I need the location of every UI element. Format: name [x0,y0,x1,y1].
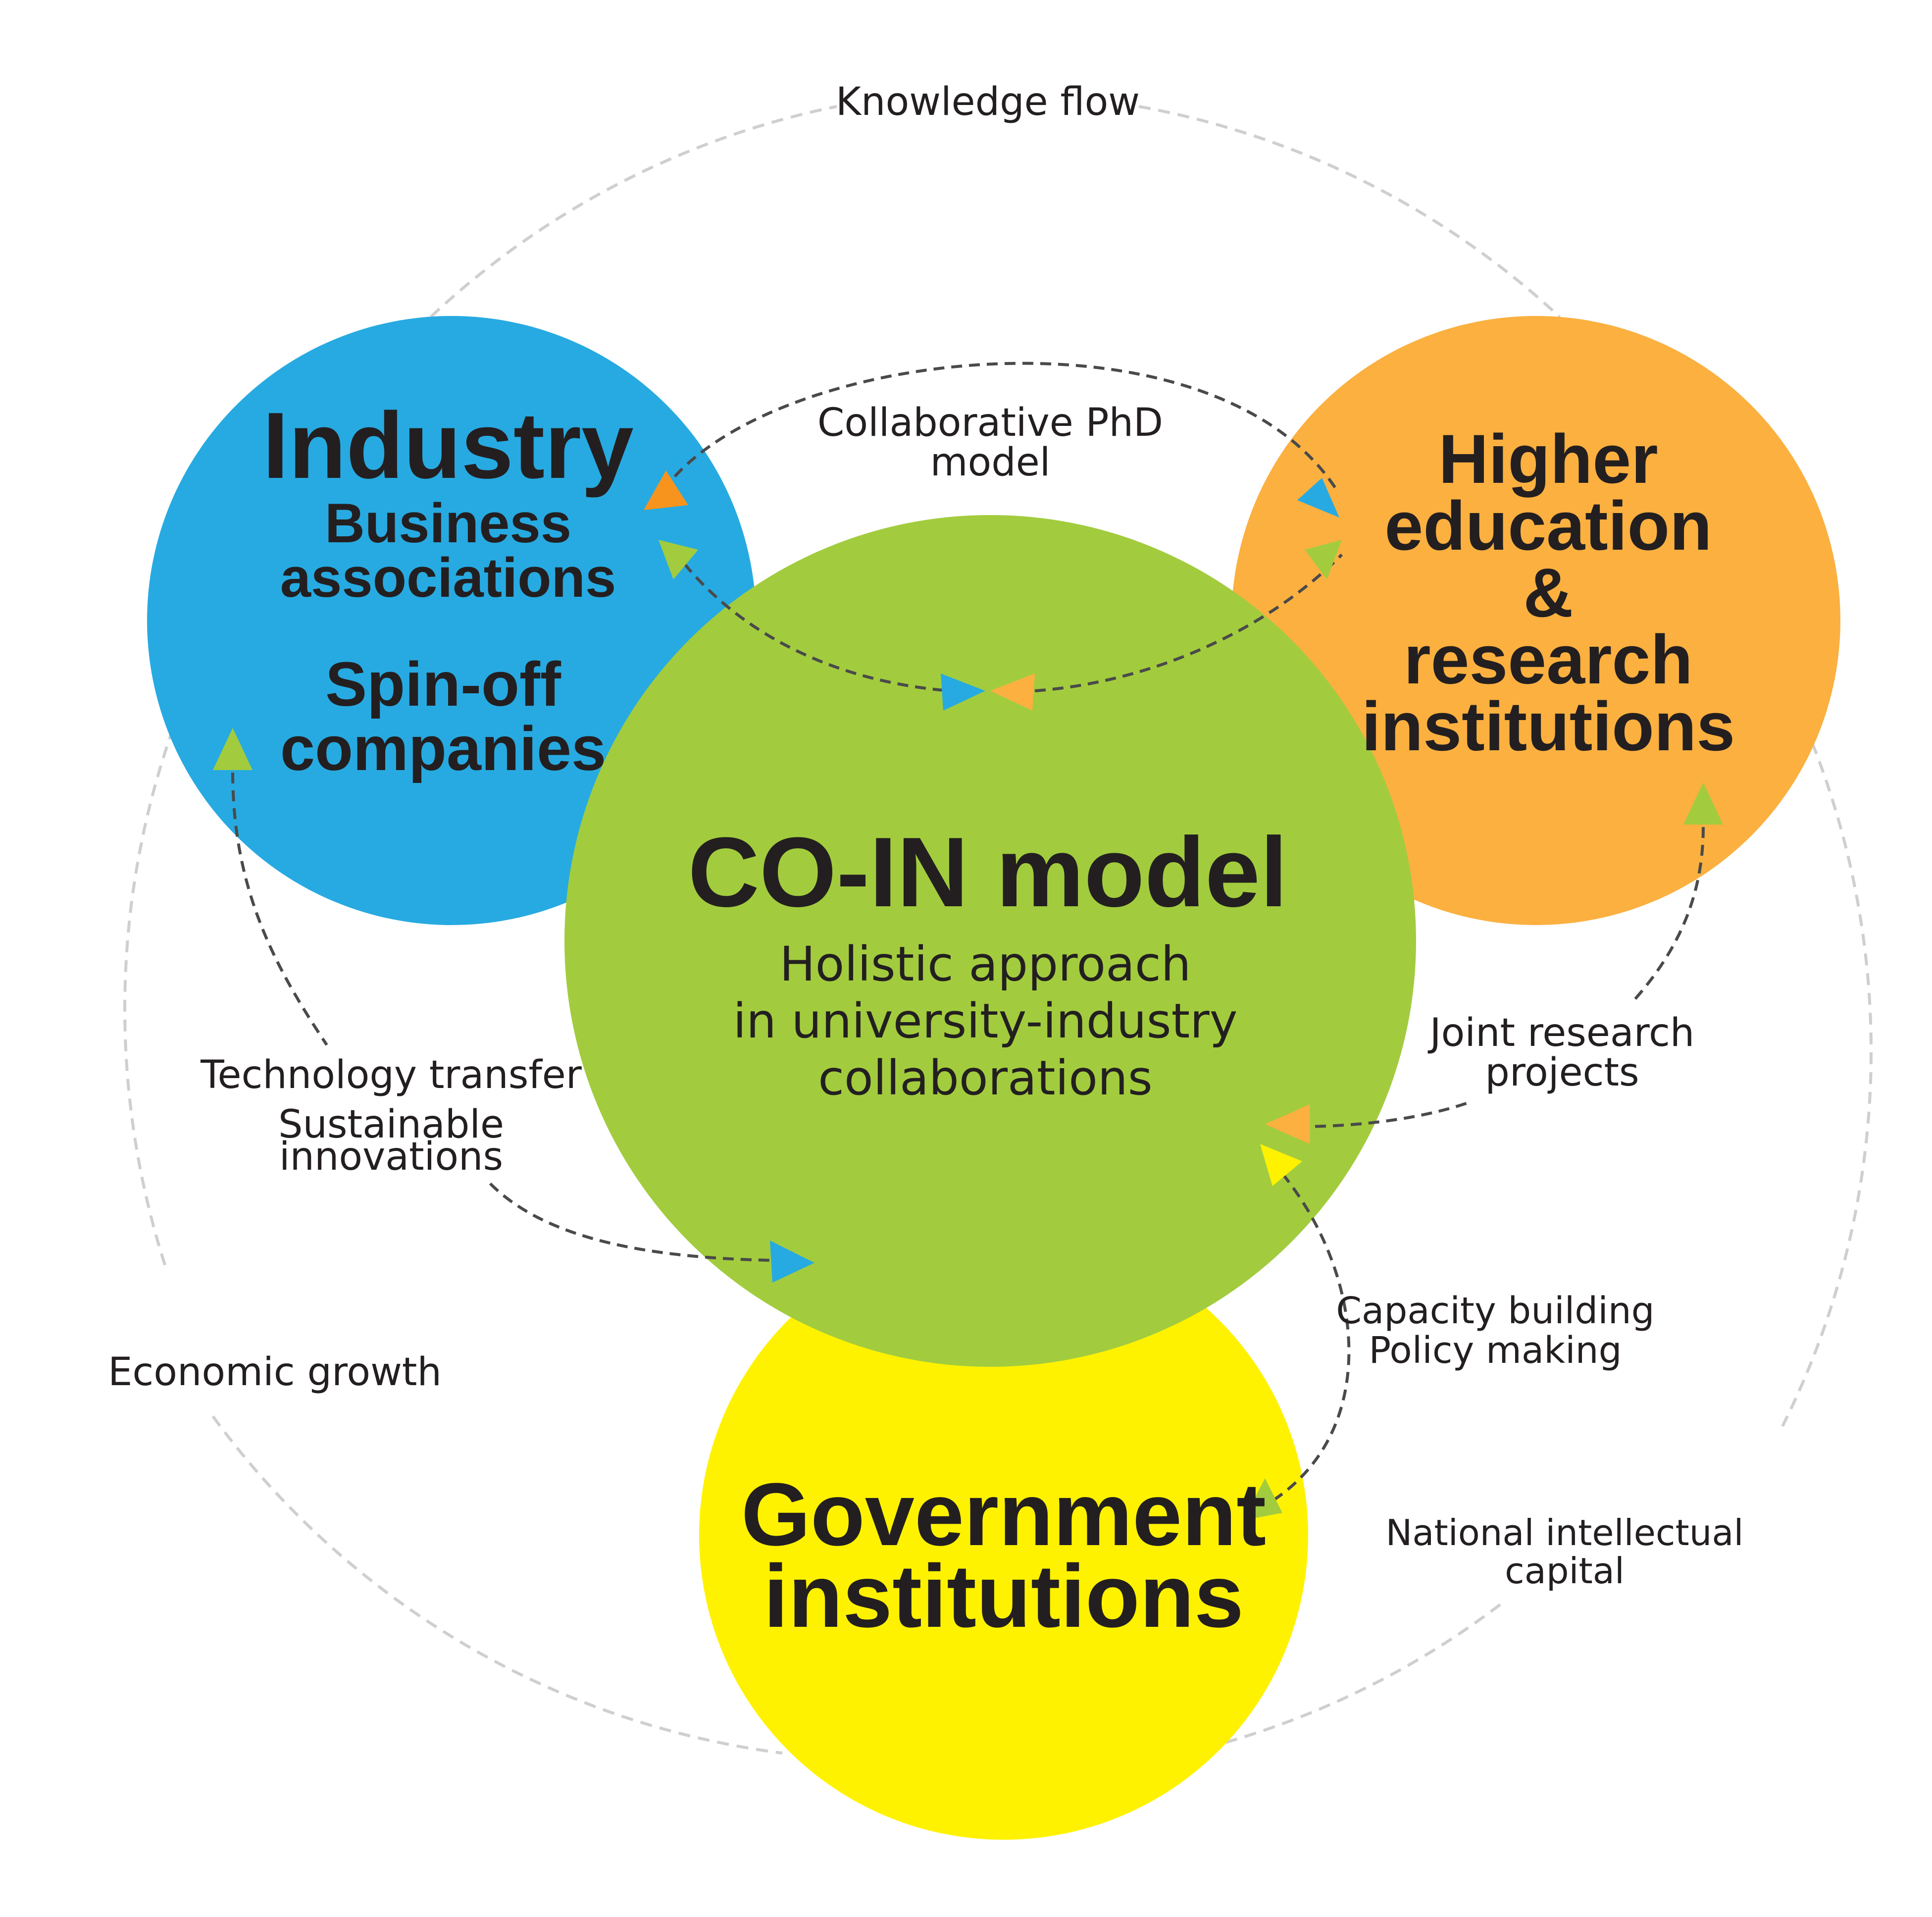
national-capital-label-1: National intellectual [1386,1512,1744,1554]
outer-ring-left [123,727,175,1268]
government-label-2: institutions [763,1547,1244,1646]
center-subtitle-2: in university-industry [733,993,1237,1049]
capacity-building-connector [1264,1173,1351,1507]
arrowhead-orange-center [990,674,1035,711]
industry-spinoff-label: Spin-off [325,649,561,719]
arrowhead-blue-center [941,674,985,711]
arrowhead-green-higher [1305,540,1342,579]
higher-education-circle [1231,316,1840,925]
collaborative-phd-label-2: model [930,440,1051,485]
technology-transfer-upper-connector [231,772,328,1046]
outer-ring-right [1781,742,1873,1427]
center-subtitle-1: Holistic approach [779,936,1191,992]
knowledge-flow-label: Knowledge flow [836,80,1140,124]
higher-to-center-connector [1034,553,1343,692]
arrowhead-green-tech-up [213,728,253,770]
joint-research-label-2: projects [1485,1050,1639,1095]
industry-associations-label: associations [280,547,616,609]
arrowhead-blue-tech-center [770,1241,814,1283]
industry-to-center-connector [672,549,951,692]
outer-ring-bottom-left [211,1415,783,1755]
government-label-1: Government [741,1465,1266,1564]
higher-education-label-3: & [1523,554,1573,631]
arrowhead-green-joint-up [1683,782,1723,825]
co-in-model-title: CO-IN model [688,817,1287,928]
joint-research-label-1: Joint research [1427,1011,1695,1055]
outer-dashed-ring [123,105,1873,1755]
arrowhead-blue-higher [1297,478,1339,518]
government-circle [699,1231,1308,1840]
joint-research-connector [1632,827,1705,1001]
industry-title: Industry [262,393,634,498]
industry-companies-label: companies [280,714,606,783]
technology-transfer-label: Technology transfer [200,1053,582,1097]
national-capital-label-2: capital [1505,1550,1625,1592]
industry-business-label: Business [325,492,571,554]
higher-education-label-1: Higher [1438,420,1658,498]
technology-transfer-lower-connector [489,1182,773,1262]
higher-education-label-5: institutions [1362,687,1735,765]
outer-ring-top-left [429,105,837,318]
co-in-model-circle [564,515,1416,1367]
arrowhead-yellow-capacity [1260,1144,1302,1186]
arrowhead-green-government [1243,1478,1282,1520]
collaborative-phd-arc [662,362,1338,491]
higher-education-label-2: education [1384,487,1712,565]
arrowhead-orange-industry [644,470,688,510]
arrowhead-orange-joint-center [1265,1104,1310,1144]
center-subtitle-3: collaborations [818,1050,1153,1106]
economic-growth-label: Economic growth [108,1350,442,1395]
policy-making-label: Policy making [1369,1329,1622,1372]
capacity-building-label: Capacity building [1336,1290,1654,1332]
outer-ring-top-right [1138,105,1561,318]
arrowhead-green-industry [659,540,698,579]
arrowheads [213,470,1723,1520]
innovations-label: innovations [279,1135,503,1179]
flow-connectors [231,362,1705,1507]
higher-education-label-4: research [1404,621,1693,698]
outer-ring-bottom-right [1222,1603,1501,1745]
sustainable-label: Sustainable [278,1102,504,1147]
collaborative-phd-label-1: Collaborative PhD [817,401,1163,445]
